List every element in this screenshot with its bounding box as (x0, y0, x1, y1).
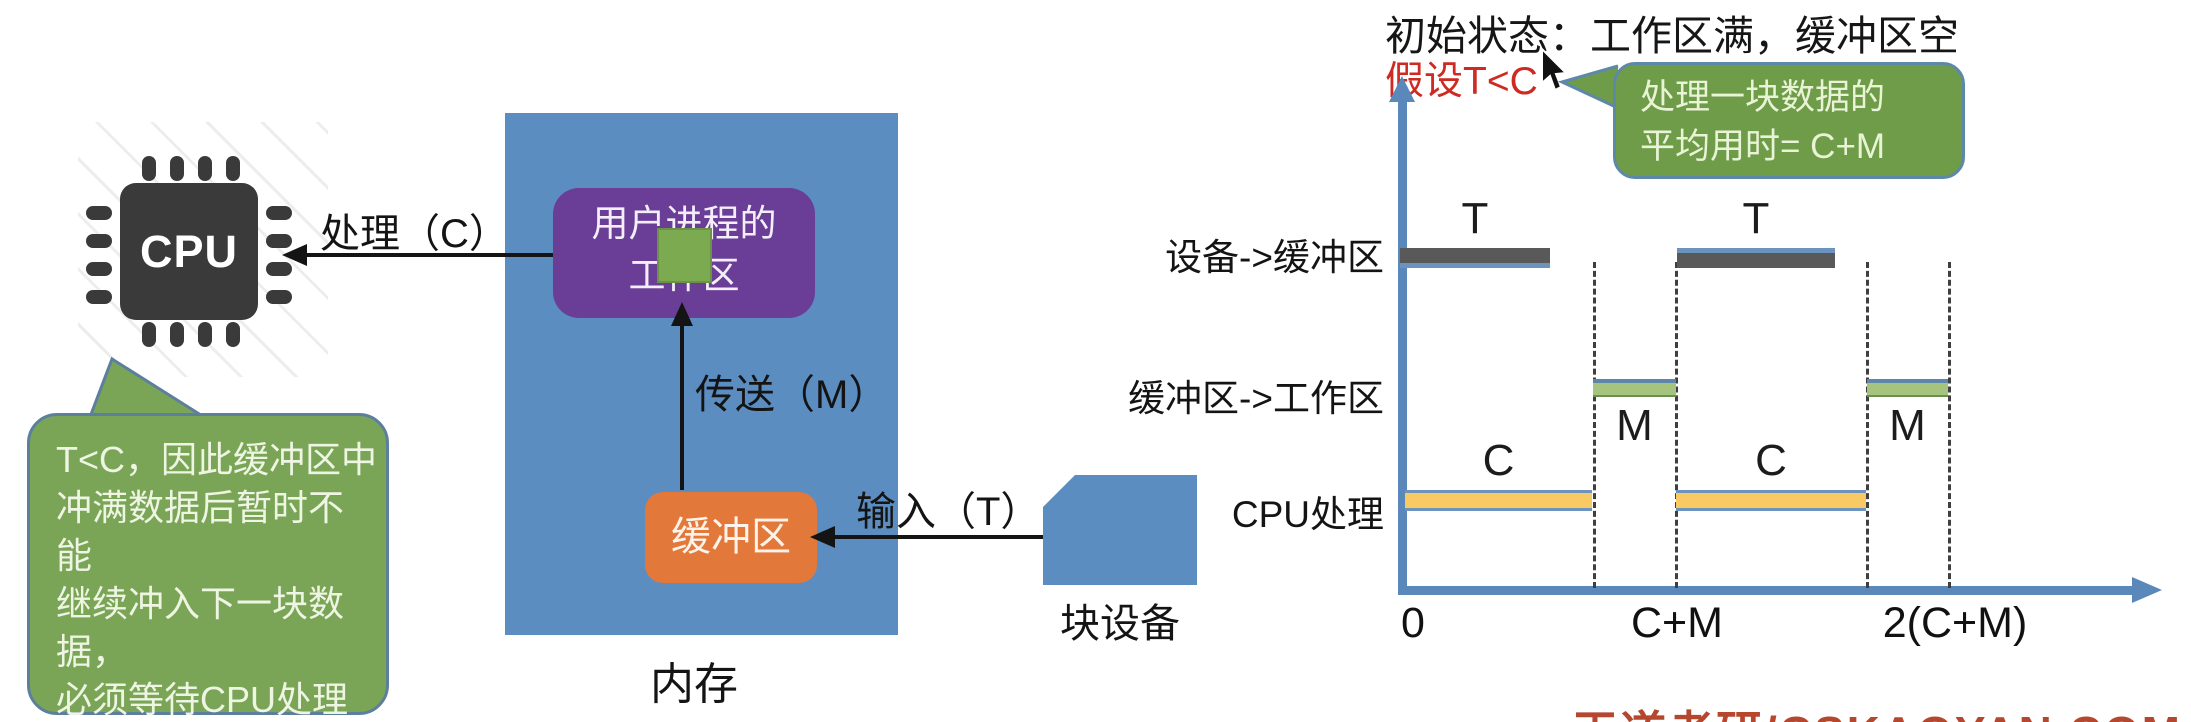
cpu-chip-label: CPU (139, 225, 238, 277)
input-arrow-head (810, 526, 835, 548)
chart-y-axis (1398, 98, 1407, 592)
chart-row-label: 设备->缓冲区 (1165, 237, 1384, 278)
memory-label: 内存 (650, 660, 738, 709)
avg-note-bubble-tail (1557, 64, 1619, 110)
timing-bar-label-c: C (1482, 436, 1515, 485)
chart-row-label: CPU处理 (1231, 494, 1384, 535)
timing-bar-label-t: T (1461, 194, 1489, 243)
timing-bar-m (1593, 379, 1676, 397)
process-arrow-label: 处理（C） (320, 212, 509, 256)
input-arrow-label: 输入（T） (856, 490, 1041, 534)
left-note-bubble: T<C，因此缓冲区中 冲满数据后暂时不能 继续冲入下一块数据， 必须等待CPU处… (27, 413, 389, 720)
chart-dashed-line (1593, 262, 1596, 588)
chart-x-tick-label: C+M (1631, 599, 1723, 647)
chart-title: 初始状态：工作区满，缓冲区空 (1385, 13, 1959, 59)
left-note-bubble-tail (88, 356, 205, 419)
timing-bar-label-c: C (1755, 436, 1787, 485)
chart-dashed-line (1948, 262, 1951, 588)
transfer-arrow-label: 传送（M） (695, 373, 889, 417)
block-device-label: 块设备 (1060, 602, 1180, 646)
data-block-icon (657, 228, 712, 283)
chart-x-tick-label: 0 (1401, 599, 1425, 647)
block-device-shape (1043, 475, 1197, 585)
timing-bar-label-m: M (1616, 401, 1653, 450)
buffer-box: 缓冲区 (645, 492, 817, 583)
chart-x-axis (1398, 586, 2135, 595)
timing-bar-t (1400, 248, 1550, 268)
timing-bar-t (1677, 248, 1835, 268)
timing-bar-m (1867, 379, 1948, 397)
transfer-arrow-line (680, 322, 684, 490)
input-arrow-line (828, 535, 1078, 539)
chart-x-tick-label: 2(C+M) (1882, 599, 2028, 647)
chart-dashed-line (1866, 262, 1869, 588)
cpu-pins-left (86, 206, 112, 304)
chart-x-axis-arrowhead (2132, 577, 2162, 603)
chart-y-axis-arrowhead (1389, 76, 1415, 102)
avg-note-bubble: 处理一块数据的 平均用时= C+M (1613, 62, 1965, 179)
process-arrow-head (282, 244, 307, 266)
timing-bar-c (1676, 490, 1866, 511)
cpu-pins-top (142, 156, 240, 181)
transfer-arrow-head (671, 302, 693, 326)
timing-bar-c (1405, 490, 1592, 511)
chart-dashed-line (1675, 262, 1678, 588)
chart-row-label: 缓冲区->工作区 (1128, 378, 1384, 419)
buffer-label: 缓冲区 (671, 515, 791, 559)
timing-bar-label-t: T (1742, 194, 1770, 243)
process-arrow-line (300, 253, 553, 257)
timing-bar-label-m: M (1889, 401, 1926, 450)
cpu-chip-icon: CPU (120, 183, 258, 320)
cpu-pins-bottom (142, 322, 240, 347)
mouse-cursor-icon (1541, 47, 1569, 92)
site-watermark: 王道考研/CSKAOYAN.COM (1572, 697, 2182, 722)
